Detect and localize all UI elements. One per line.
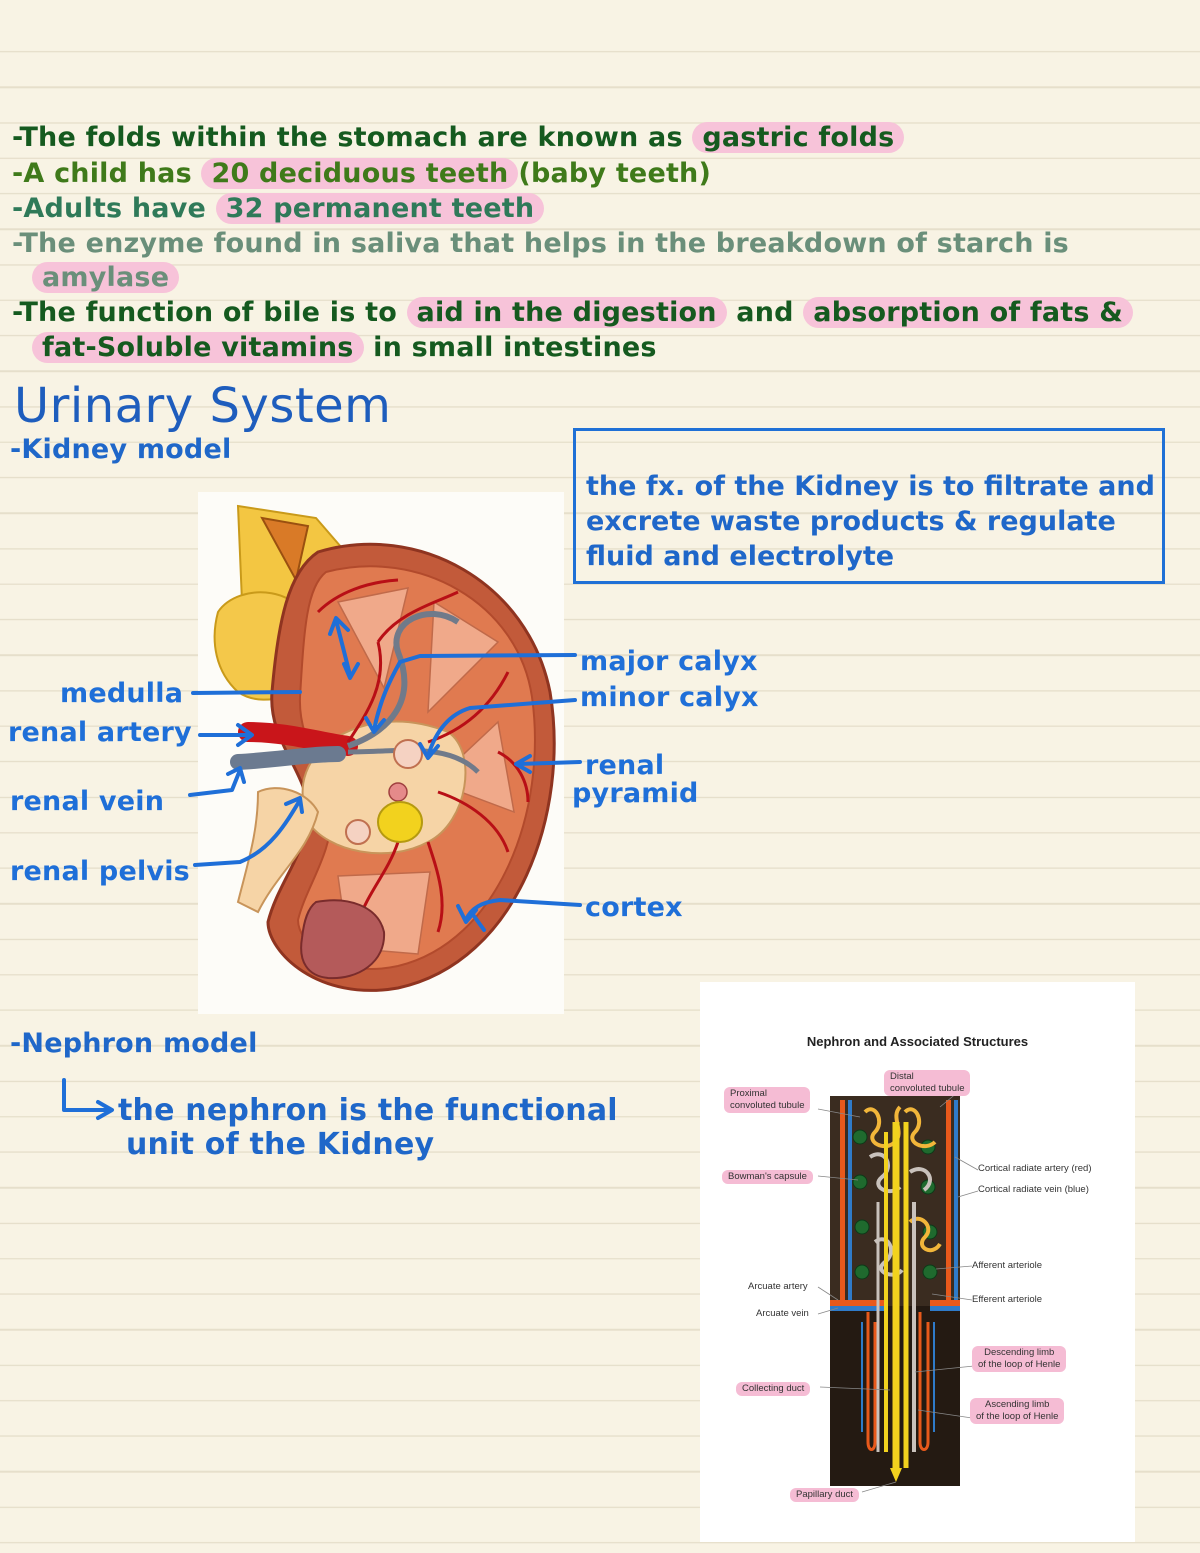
sinus-fat bbox=[377, 801, 423, 843]
leader-lines bbox=[817, 1091, 979, 1493]
renal-artery-shape bbox=[238, 722, 358, 756]
note-text: in small intestines bbox=[363, 332, 657, 363]
highlight-amylase: amylase bbox=[32, 262, 180, 293]
calyx-shape bbox=[345, 819, 371, 845]
kidney-function-text: the fx. of the Kidney is to filtrate and… bbox=[586, 469, 1155, 574]
tag-descending: Descending limb of the loop of Henle bbox=[972, 1346, 1067, 1372]
note-adult-teeth: -Adults have 32 permanent teeth bbox=[12, 193, 545, 224]
box-line: excrete waste products & regulate bbox=[586, 506, 1116, 537]
note-text: (baby teeth) bbox=[518, 158, 712, 189]
radiate-artery bbox=[840, 1100, 845, 1300]
nephron-heading: -Nephron model bbox=[10, 1028, 258, 1059]
label-renal-vein: renal vein bbox=[10, 786, 165, 817]
tag-bowman: Bowman's capsule bbox=[722, 1170, 813, 1184]
label-major-calyx: major calyx bbox=[580, 646, 758, 677]
box-line: fluid and electrolyte bbox=[586, 541, 895, 572]
minor-calyx-shape bbox=[393, 739, 423, 769]
tag-efferent: Efferent arteriole bbox=[972, 1294, 1043, 1305]
radiate-artery bbox=[946, 1100, 951, 1300]
nephron-note: the nephron is the functional unit of th… bbox=[118, 1094, 618, 1162]
highlight-absorption: absorption of fats & bbox=[803, 297, 1134, 328]
note-bile-function: -The function of bile is to aid in the d… bbox=[12, 297, 1134, 328]
tag-arcuate-vein: Arcuate vein bbox=[756, 1308, 809, 1319]
label-medulla: medulla bbox=[60, 678, 184, 709]
renal-vein-shape bbox=[230, 746, 346, 770]
adrenal-medulla bbox=[260, 516, 310, 583]
calyx-shape bbox=[388, 782, 408, 802]
tag-line: Proximal bbox=[730, 1088, 767, 1099]
highlight-permanent-teeth: 32 permanent teeth bbox=[215, 193, 545, 224]
kidney-illustration bbox=[213, 504, 556, 992]
tag-arcuate-artery: Arcuate artery bbox=[748, 1281, 808, 1292]
kidney-function-box: the fx. of the Kidney is to filtrate and… bbox=[573, 428, 1165, 584]
papillary-tip bbox=[890, 1468, 902, 1482]
note-child-teeth: -A child has 20 deciduous teeth(baby tee… bbox=[12, 158, 711, 189]
tag-ascending: Ascending limb of the loop of Henle bbox=[970, 1398, 1065, 1424]
note-line: unit of the Kidney bbox=[126, 1127, 435, 1162]
label-renal-artery: renal artery bbox=[8, 717, 192, 748]
tag-line: of the loop of Henle bbox=[978, 1359, 1061, 1370]
note-bile-function-cont: fat-Soluble vitamins in small intestines bbox=[32, 332, 657, 363]
radiate-vein bbox=[954, 1100, 958, 1300]
kidney-heading: -Kidney model bbox=[10, 434, 232, 465]
label-cortex: cortex bbox=[585, 892, 683, 923]
note-saliva-enzyme-answer: amylase bbox=[32, 262, 180, 293]
note-text: -The function of bile is to bbox=[12, 297, 407, 328]
radiate-vein bbox=[848, 1100, 852, 1300]
arcuate-artery-shape bbox=[930, 1300, 960, 1306]
pelvis-cut bbox=[300, 899, 386, 980]
highlight-deciduous-teeth: 20 deciduous teeth bbox=[201, 158, 519, 189]
label-minor-calyx: minor calyx bbox=[580, 682, 759, 713]
kidney-image-panel bbox=[198, 492, 564, 1014]
tag-afferent: Afferent arteriole bbox=[972, 1260, 1043, 1271]
label-renal-pelvis: renal pelvis bbox=[10, 856, 190, 887]
highlight-gastric-folds: gastric folds bbox=[692, 122, 905, 153]
nephron-image-panel: Nephron and Associated Structures bbox=[700, 982, 1135, 1542]
note-saliva-enzyme: -The enzyme found in saliva that helps i… bbox=[12, 228, 1069, 259]
arcuate-vein-shape bbox=[830, 1306, 885, 1311]
nephron-illustration bbox=[817, 1091, 979, 1493]
highlight-digestion: aid in the digestion bbox=[406, 297, 727, 328]
tag-proximal: Proximal convoluted tubule bbox=[724, 1087, 811, 1113]
tag-collecting: Collecting duct bbox=[736, 1382, 811, 1396]
section-title: Urinary System bbox=[14, 378, 392, 434]
tag-line: Descending limb bbox=[984, 1347, 1055, 1358]
vasa-recta bbox=[866, 1312, 930, 1451]
note-text: and bbox=[726, 297, 804, 328]
tag-cortical-vein: Cortical radiate vein (blue) bbox=[978, 1184, 1089, 1195]
note-text: -The enzyme found in saliva that helps i… bbox=[12, 228, 1069, 259]
label-renal-pyramid-2: pyramid bbox=[572, 778, 699, 809]
highlight-fat-soluble: fat-Soluble vitamins bbox=[32, 332, 364, 363]
arrow-nephron-note bbox=[62, 1078, 114, 1120]
vasa-recta-veins bbox=[861, 1322, 935, 1432]
tag-line: of the loop of Henle bbox=[976, 1411, 1059, 1422]
note-line: the nephron is the functional bbox=[118, 1093, 618, 1128]
box-line: the fx. of the Kidney is to filtrate and bbox=[586, 471, 1155, 502]
note-stomach-folds: -The folds within the stomach are known … bbox=[12, 122, 905, 153]
tag-papillary: Papillary duct bbox=[790, 1488, 860, 1502]
note-text: -The folds within the stomach are known … bbox=[12, 122, 693, 153]
tag-line: convoluted tubule bbox=[730, 1100, 805, 1111]
tag-line: convoluted tubule bbox=[890, 1083, 965, 1094]
tag-line: Ascending limb bbox=[984, 1399, 1050, 1410]
arcuate-vein-shape bbox=[930, 1306, 960, 1311]
tag-cortical-artery: Cortical radiate artery (red) bbox=[978, 1163, 1092, 1174]
note-text: -A child has bbox=[12, 158, 202, 189]
tag-line: Distal bbox=[890, 1071, 914, 1082]
label-renal-pyramid-1: renal bbox=[585, 750, 665, 781]
note-text: -Adults have bbox=[12, 193, 216, 224]
arcuate-artery-shape bbox=[830, 1300, 885, 1306]
nephron-figure-title: Nephron and Associated Structures bbox=[806, 1034, 1029, 1049]
tag-distal: Distal convoluted tubule bbox=[884, 1070, 971, 1096]
